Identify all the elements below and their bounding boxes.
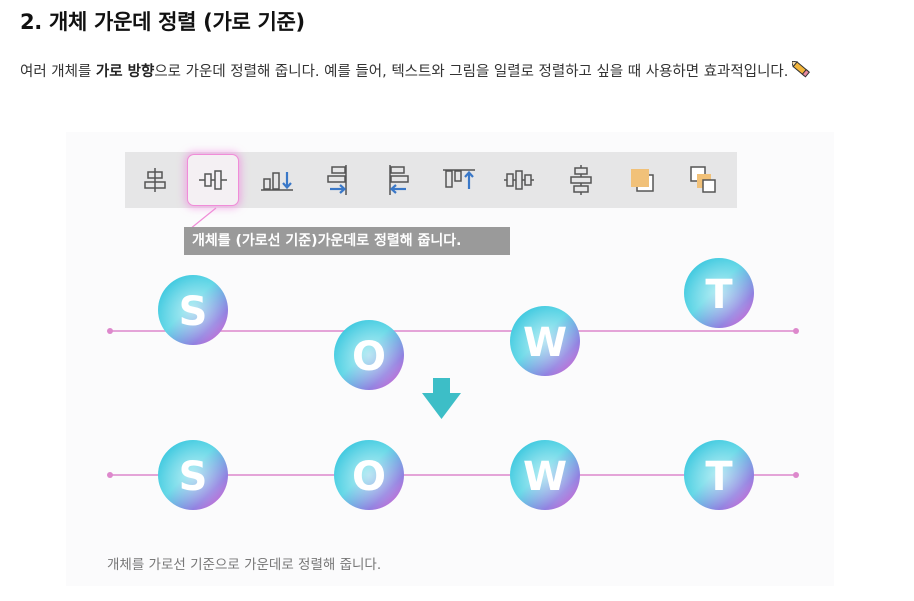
distribute-vertical-icon[interactable] [555, 154, 607, 206]
before-circle-s: S [158, 275, 228, 345]
svg-text:T: T [705, 272, 733, 318]
alignment-figure: S O W T S O [66, 132, 834, 586]
before-circle-o: O [334, 320, 404, 390]
description-text-1: 여러 개체를 [20, 64, 96, 80]
guide-dot [107, 328, 113, 334]
align-right-icon[interactable] [311, 154, 363, 206]
svg-text:S: S [179, 289, 208, 335]
distribute-horizontal-icon[interactable] [493, 154, 545, 206]
arrow-down-icon [422, 378, 461, 419]
align-toolbar [125, 152, 737, 208]
pencil-icon [790, 60, 812, 89]
svg-text:W: W [523, 320, 567, 366]
after-circle-t: T [684, 440, 754, 510]
svg-text:O: O [352, 454, 386, 500]
svg-text:T: T [705, 454, 733, 500]
tooltip-pointer [189, 207, 217, 230]
svg-text:O: O [352, 334, 386, 380]
bring-forward-icon[interactable] [617, 154, 669, 206]
align-left-icon[interactable] [373, 154, 425, 206]
align-bottom-icon[interactable] [251, 154, 303, 206]
align-middle-horizontal-icon[interactable] [187, 154, 239, 206]
figure-caption: 개체를 가로선 기준으로 가운데로 정렬해 줍니다. [107, 557, 382, 573]
guide-dot [793, 328, 799, 334]
guide-dot [793, 472, 799, 478]
alignment-diagram: S O W T S O [107, 207, 799, 510]
guide-dot [107, 472, 113, 478]
description-text-2: 으로 가운데 정렬해 줍니다. 예를 들어, 텍스트와 그림을 일렬로 정렬하고… [154, 64, 789, 80]
send-backward-icon[interactable] [677, 154, 729, 206]
svg-text:S: S [179, 454, 208, 500]
after-circle-o: O [334, 440, 404, 510]
description-bold: 가로 방향 [95, 64, 155, 80]
after-circle-w: W [510, 440, 580, 510]
after-circle-s: S [158, 440, 228, 510]
align-center-vertical-icon[interactable] [129, 154, 181, 206]
before-circle-w: W [510, 306, 580, 376]
align-top-icon[interactable] [433, 154, 485, 206]
tooltip: 개체를 (가로선 기준)가운데로 정렬해 줍니다. [184, 227, 510, 255]
section-heading: 2. 개체 가운데 정렬 (가로 기준) [20, 10, 305, 34]
before-circle-t: T [684, 258, 754, 328]
description-paragraph: 여러 개체를 가로 방향으로 가운데 정렬해 줍니다. 예를 들어, 텍스트와 … [20, 58, 892, 89]
svg-text:W: W [523, 454, 567, 500]
